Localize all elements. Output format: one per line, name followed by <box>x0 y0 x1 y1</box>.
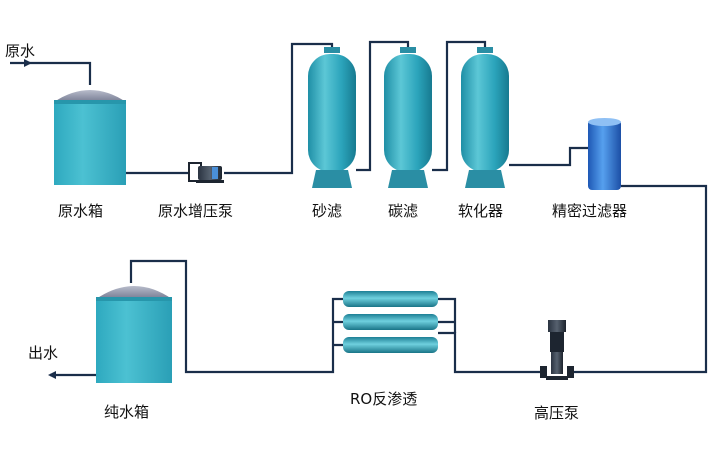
pipe-ro-manifold-left <box>333 320 343 347</box>
precision-filter-cartridge <box>588 118 621 190</box>
pipe-ro-to-pure-tank <box>129 259 343 374</box>
label-sand-filter: 砂滤 <box>312 202 342 220</box>
label-raw-water-tank: 原水箱 <box>58 202 103 220</box>
label-pure-water-tank: 纯水箱 <box>104 403 149 421</box>
sand-filter-vessel <box>308 47 356 188</box>
pipe-carbon-to-softener <box>432 40 487 172</box>
high-pressure-pump <box>540 320 574 380</box>
arrows <box>24 59 56 379</box>
label-high-pressure-pump: 高压泵 <box>534 404 579 422</box>
raw-water-tank <box>54 90 126 185</box>
label-softener: 软化器 <box>458 202 503 220</box>
pipe-raw-inlet <box>10 61 92 85</box>
label-ro: RO反渗透 <box>350 390 417 408</box>
pipe-ro-manifold-right <box>438 297 457 333</box>
pure-water-tank <box>96 286 172 383</box>
arrow-raw-inlet <box>24 59 32 67</box>
softener-vessel <box>461 47 509 188</box>
carbon-filter-vessel <box>384 47 432 188</box>
pipe-sand-to-carbon <box>356 40 410 172</box>
ro-membrane-3 <box>343 337 438 353</box>
piping <box>10 40 708 377</box>
label-booster-pump: 原水增压泵 <box>158 202 233 220</box>
pipe-hp-pump-to-ro <box>438 331 540 374</box>
label-water-out: 出水 <box>28 344 58 362</box>
ro-membrane-1 <box>343 291 438 307</box>
ro-membrane-2 <box>343 314 438 330</box>
label-carbon-filter: 碳滤 <box>388 202 418 220</box>
label-precision-filter: 精密过滤器 <box>552 202 627 220</box>
pipe-softener-to-precision <box>509 146 588 167</box>
pipe-precision-to-hp-pump <box>572 184 708 374</box>
booster-pump <box>188 162 224 183</box>
ro-membrane-rack <box>343 291 438 353</box>
arrow-water-outlet <box>48 371 56 379</box>
pipe-pump-to-sand <box>224 42 334 175</box>
label-raw-water-in: 原水 <box>5 42 35 60</box>
